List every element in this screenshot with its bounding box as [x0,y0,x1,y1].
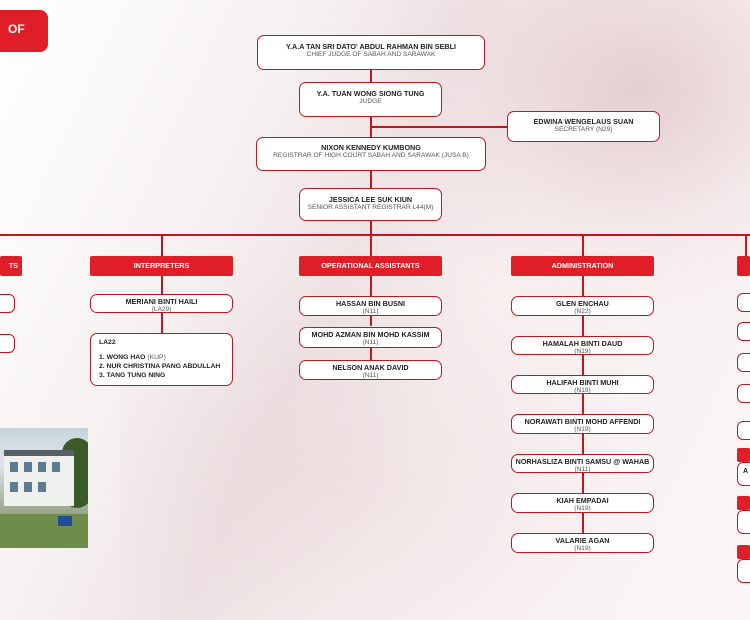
right-fragment-box [737,322,750,341]
la22-item: 1. WONG HAO (KUP) [99,354,166,361]
right-fragment-box [737,353,750,372]
interpreters-head-box: MERIANI BINTI HAILI (LA29) [90,294,233,313]
registrar-box: NIXON KENNEDY KUMBONG REGISTRAR OF HIGH … [256,137,486,171]
senior-registrar-name: JESSICA LEE SUK KIUN [328,195,413,204]
connector-line [582,316,584,336]
senior-registrar-box: JESSICA LEE SUK KIUN SENIOR ASSISTANT RE… [299,188,442,221]
connector-line [161,313,163,333]
right-fragment-box [737,421,750,440]
la22-title: LA22 [99,339,116,346]
connector-line [582,513,584,533]
connector-line [370,171,372,188]
connector-line [582,434,584,454]
secretary-name: EDWINA WENGELAUS SUAN [533,117,634,126]
connector-line [370,234,372,256]
right-fragment-header [737,545,750,559]
secretary-post: SECRETARY (N29) [554,126,613,133]
connector-line [745,234,747,256]
la22-box: LA22 1. WONG HAO (KUP) 2. NUR CHRISTINA … [90,333,233,386]
secretary-box: EDWINA WENGELAUS SUAN SECRETARY (N29) [507,111,660,142]
operational-member-box: MOHD AZMAN BIN MOHD KASSIM (N11) [299,327,442,348]
operational-member-box: HASSAN BIN BUSNI (N11) [299,296,442,316]
judge-box: Y.A. TUAN WONG SIONG TUNG JUDGE [299,82,442,117]
admin-member-box: HALIFAH BINTI MUHI (N19) [511,375,654,394]
registrar-name: NIXON KENNEDY KUMBONG [321,143,421,152]
connector-line [370,70,372,82]
branch-line [0,234,750,236]
interpreters-head-post: (LA29) [151,306,172,313]
connector-line [370,221,372,235]
admin-member-box: HAMALAH BINTI DAUD (N19) [511,336,654,355]
left-fragment-box [0,334,15,353]
la22-item: 3. TANG TUNG NING [99,372,166,380]
judge-post: JUDGE [359,98,382,105]
right-fragment-box [737,510,750,534]
connector-line [582,355,584,375]
senior-registrar-post: SENIOR ASSISTANT REGISTRAR L44(M) [307,204,434,211]
connector-line [582,473,584,493]
admin-member-box: NORHASLIZA BINTI SAMSU @ WAHAB (N11) [511,454,654,473]
connector-line [161,234,163,256]
operational-member-box: NELSON ANAK DAVID (N11) [299,360,442,380]
judge-name: Y.A. TUAN WONG SIONG TUNG [316,89,425,98]
right-fragment-box: A [737,462,750,486]
connector-line [370,276,372,296]
la22-item: 2. NUR CHRISTINA PANG ABDULLAH [99,363,221,371]
connector-line [582,234,584,256]
page-title-tab: OF [0,10,48,52]
connector-line [370,348,372,360]
right-fragment-box [737,384,750,403]
right-fragment-box [737,559,750,583]
la22-list: 1. WONG HAO (KUP) 2. NUR CHRISTINA PANG … [99,353,224,381]
courthouse-photo [0,428,88,548]
admin-member-box: VALARIE AGAN (N19) [511,533,654,553]
interpreters-header: INTERPRETERS [90,256,233,276]
right-fragment-header [737,496,750,510]
right-fragment-box [737,293,750,312]
registrar-post: REGISTRAR OF HIGH COURT SABAH AND SARAWA… [273,152,469,159]
operational-header: OPERATIONAL ASSISTANTS [299,256,442,276]
chief-judge-post: CHIEF JUDGE OF SABAH AND SARAWAK [306,51,436,58]
administration-header: ADMINISTRATION [511,256,654,276]
right-column-header [737,256,750,276]
left-fragment-box [0,294,15,313]
chief-judge-name: Y.A.A TAN SRI DATO' ABDUL RAHMAN BIN SEB… [286,42,456,51]
chief-judge-box: Y.A.A TAN SRI DATO' ABDUL RAHMAN BIN SEB… [257,35,485,70]
admin-member-box: GLEN ENCHAU (N22) [511,296,654,316]
connector-line [370,117,372,137]
background-wash-lower [120,260,640,620]
connector-line [161,276,163,294]
admin-member-box: NORAWATI BINTI MOHD AFFENDI (N19) [511,414,654,434]
interpreters-head-name: MERIANI BINTI HAILI [125,297,198,306]
right-fragment-header [737,448,750,462]
connector-line [582,394,584,414]
connector-line [370,316,372,326]
admin-member-box: KIAH EMPADAI (N19) [511,493,654,513]
connector-line [371,126,507,128]
left-column-header: TS [0,256,22,276]
connector-line [582,276,584,296]
